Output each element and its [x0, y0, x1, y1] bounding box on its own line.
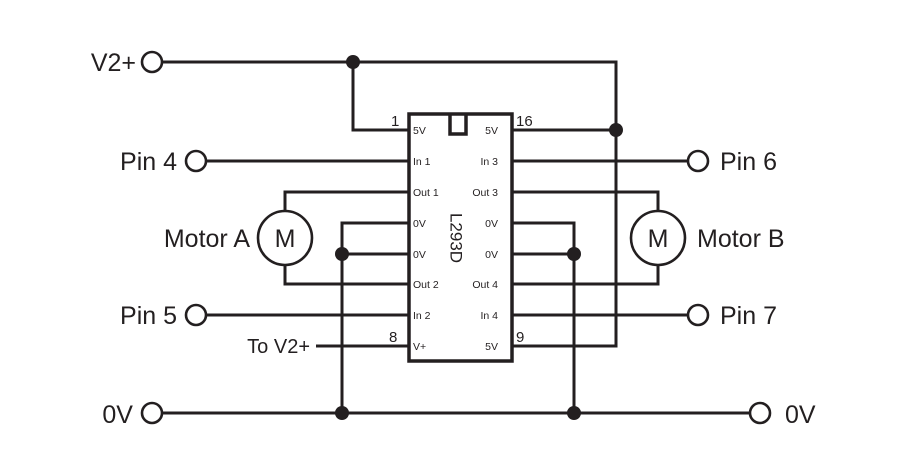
motor-a-glyph: M: [275, 225, 296, 253]
terminal-pin4: [184, 149, 208, 173]
junction-dot: [567, 247, 581, 261]
terminal-pin6: [686, 149, 710, 173]
l293d-chip: L293D 5V In 1 Out 1 0V 0V Out 2 In 2 V+ …: [389, 112, 533, 363]
chip-name: L293D: [447, 213, 466, 263]
chip-notch: [448, 114, 468, 136]
pin-label: In 3: [480, 156, 498, 168]
wire-left-0v: [340, 221, 409, 413]
pin-label: In 1: [413, 156, 431, 168]
wire-right-0v: [512, 221, 576, 413]
terminal-pin4-label: Pin 4: [120, 148, 177, 176]
wire-out3-motorB: [512, 190, 660, 210]
pin-number: 8: [389, 329, 397, 346]
wire-out1-motorA: [283, 190, 409, 210]
terminal-v2plus: [140, 50, 164, 74]
pin-number: 1: [391, 113, 399, 130]
motor-a-symbol: [256, 209, 314, 267]
motor-b-symbol: [629, 209, 687, 267]
junction-dot: [567, 406, 581, 420]
terminal-pin5: [184, 303, 208, 327]
terminal-pin6-label: Pin 6: [720, 148, 777, 176]
wire-v2plus-to-pin1: [351, 62, 409, 132]
pin-number: 16: [516, 113, 533, 130]
wires: [163, 60, 750, 415]
terminal-pin7: [686, 303, 710, 327]
pin-label: Out 3: [472, 187, 498, 199]
wire-out4-motorB: [512, 266, 660, 286]
wire-out2-motorA: [283, 266, 409, 286]
junctions: [335, 55, 623, 420]
terminal-gnd-right-label: 0V: [785, 401, 816, 429]
pin-label: Out 4: [472, 279, 498, 291]
pin-label: V+: [413, 341, 426, 353]
terminal-gnd-left-label: 0V: [102, 401, 133, 429]
junction-dot: [609, 123, 623, 137]
pin-label: Out 1: [413, 187, 439, 199]
pin-label: 5V: [485, 341, 498, 353]
junction-dot: [335, 247, 349, 261]
motor-a-label: Motor A: [164, 225, 250, 253]
pin-label: 0V: [413, 249, 426, 261]
motor-b-glyph: M: [648, 225, 669, 253]
junction-dot: [335, 406, 349, 420]
terminal-gnd-left: [140, 401, 164, 425]
to-v2plus-label: To V2+: [247, 336, 310, 358]
pin-number: 9: [516, 329, 524, 346]
motor-b: M Motor B: [629, 209, 785, 267]
terminal-pin5-label: Pin 5: [120, 302, 177, 330]
terminal-gnd-right: [748, 401, 772, 425]
pin-label: 0V: [413, 218, 426, 230]
motor-a: M Motor A: [164, 209, 314, 267]
motor-b-label: Motor B: [697, 225, 785, 253]
pin-label: In 2: [413, 310, 431, 322]
wire-v2plus-rail: [163, 60, 618, 348]
pin-label: 0V: [485, 249, 498, 261]
terminal-pin7-label: Pin 7: [720, 302, 777, 330]
pin-label: 0V: [485, 218, 498, 230]
pin-label: Out 2: [413, 279, 439, 291]
pin-label: 5V: [485, 125, 498, 137]
terminals: V2+ Pin 4 Pin 5 To V2+ 0V Pin 6 Pin 7 0V: [91, 49, 816, 429]
terminal-v2plus-label: V2+: [91, 49, 136, 77]
pin-label: 5V: [413, 125, 426, 137]
pin-label: In 4: [480, 310, 498, 322]
junction-dot: [346, 55, 360, 69]
